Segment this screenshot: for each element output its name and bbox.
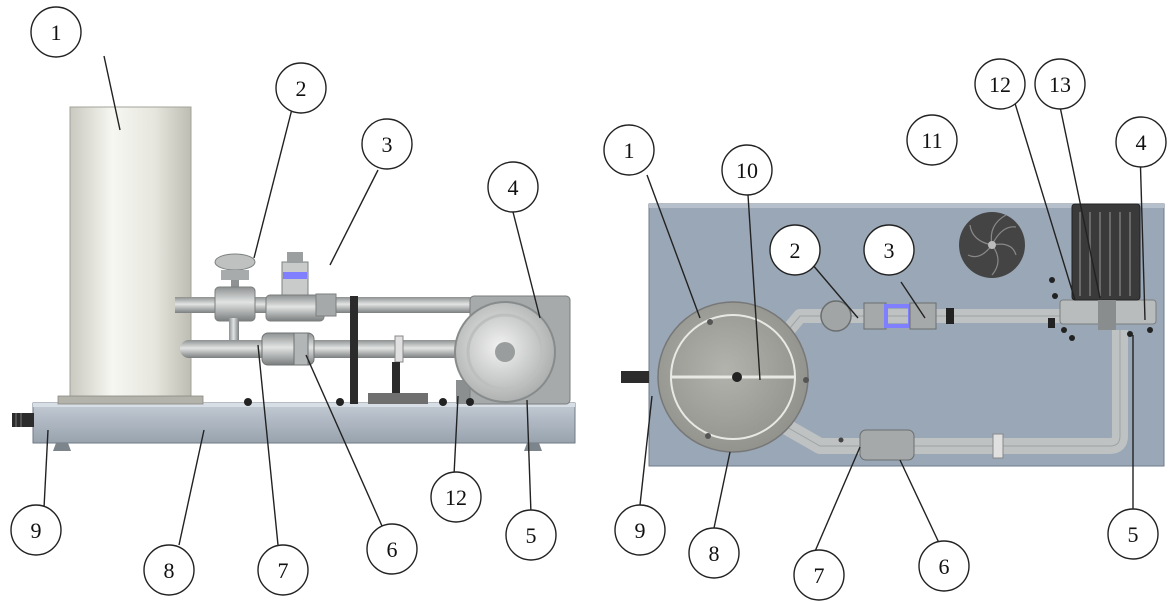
callout-4: 4 — [487, 161, 539, 213]
top-drain-fitting — [621, 371, 649, 383]
svg-text:7: 7 — [278, 558, 289, 583]
callout-8: 8 — [688, 527, 740, 579]
callout-4: 4 — [1115, 116, 1167, 168]
svg-text:9: 9 — [635, 518, 646, 543]
callout-6: 6 — [366, 523, 418, 575]
svg-text:1: 1 — [624, 138, 635, 163]
callout-8: 8 — [143, 544, 195, 596]
callout-6: 6 — [918, 540, 970, 592]
ball-valve-handle — [214, 253, 256, 271]
tank — [69, 106, 192, 398]
callout-3: 3 — [863, 224, 915, 276]
svg-text:1: 1 — [51, 20, 62, 45]
svg-text:9: 9 — [31, 518, 42, 543]
svg-text:8: 8 — [709, 541, 720, 566]
svg-text:8: 8 — [164, 558, 175, 583]
upper-union — [315, 293, 337, 317]
callout-5: 5 — [1107, 508, 1159, 560]
svg-text:11: 11 — [921, 128, 942, 153]
svg-text:7: 7 — [814, 563, 825, 588]
tank-flange — [57, 395, 204, 405]
support-block — [368, 393, 428, 404]
callout-12: 12 — [430, 471, 482, 523]
svg-text:5: 5 — [526, 523, 537, 548]
support-post — [350, 296, 358, 404]
svg-text:6: 6 — [387, 537, 398, 562]
support-post-2 — [392, 362, 400, 404]
svg-text:13: 13 — [1049, 72, 1071, 97]
base-plate-edge — [33, 403, 575, 407]
top-view — [621, 203, 1165, 467]
top-ball-valve — [820, 300, 852, 332]
callout-1: 1 — [30, 6, 82, 58]
svg-text:12: 12 — [989, 72, 1011, 97]
pipe-clamp — [394, 335, 404, 363]
ball-valve-top — [221, 270, 249, 280]
top-clamp — [992, 433, 1004, 459]
svg-text:3: 3 — [884, 238, 895, 263]
top-union — [863, 302, 887, 330]
ball-valve-body — [214, 286, 256, 322]
callouts-top-view: 1 10 2 3 11 12 13 4 5 6 7 8 9 — [603, 58, 1167, 601]
svg-text:2: 2 — [296, 76, 307, 101]
svg-text:4: 4 — [508, 175, 519, 200]
drain-fitting — [12, 413, 34, 427]
lower-pipe — [180, 340, 495, 358]
solenoid-body — [265, 294, 325, 322]
foot-left — [53, 443, 71, 451]
solenoid-top — [287, 252, 303, 263]
svg-text:3: 3 — [382, 132, 393, 157]
base-plate — [32, 402, 576, 444]
solenoid-cap — [283, 272, 307, 279]
callout-7: 7 — [793, 549, 845, 601]
valve-drop — [229, 318, 239, 340]
callout-2: 2 — [275, 62, 327, 114]
svg-text:5: 5 — [1128, 522, 1139, 547]
svg-text:2: 2 — [790, 238, 801, 263]
svg-text:10: 10 — [736, 158, 758, 183]
ball-valve-stem — [231, 266, 239, 300]
callout-3: 3 — [361, 118, 413, 170]
svg-text:6: 6 — [939, 554, 950, 579]
callout-9: 9 — [10, 504, 62, 556]
callout-13: 13 — [1034, 58, 1086, 110]
callout-12: 12 — [974, 58, 1026, 110]
callout-11: 11 — [906, 114, 958, 166]
svg-text:4: 4 — [1136, 130, 1147, 155]
svg-text:12: 12 — [445, 485, 467, 510]
callouts-side-view: 1 2 3 4 5 6 7 8 9 12 — [10, 6, 557, 596]
foot-right — [524, 443, 542, 451]
callout-1: 1 — [603, 124, 655, 176]
callout-10: 10 — [721, 144, 773, 196]
callout-2: 2 — [769, 224, 821, 276]
callout-9: 9 — [614, 504, 666, 556]
top-check-valve — [859, 429, 915, 461]
side-view — [12, 106, 576, 451]
callout-7: 7 — [257, 544, 309, 596]
callout-5: 5 — [505, 509, 557, 561]
